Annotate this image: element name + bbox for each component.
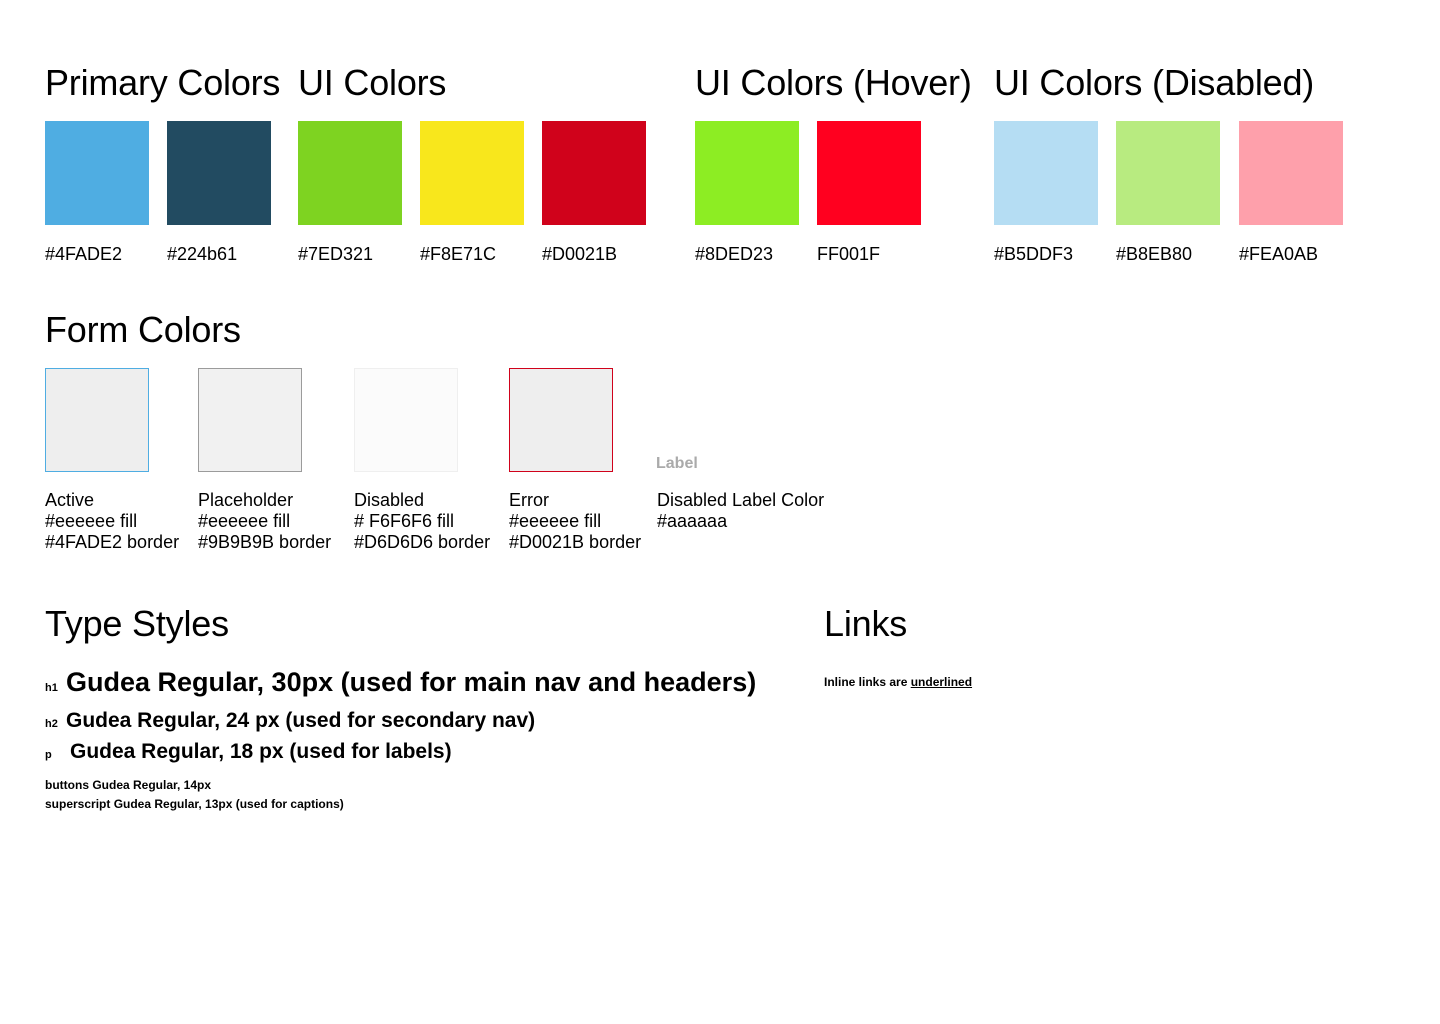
ui-disabled-heading: UI Colors (Disabled): [994, 62, 1315, 103]
form-swatch-active: [45, 368, 149, 472]
type-sample-h1: Gudea Regular, 30px (used for main nav a…: [66, 667, 757, 697]
disabled-swatch-1: [994, 121, 1098, 225]
caption-line: Active: [45, 490, 95, 510]
type-row-p: p Gudea Regular, 18 px (used for labels): [45, 741, 452, 762]
disabled-hex-3: #FEA0AB: [1239, 244, 1319, 264]
form-caption-active: Active #eeeeee fill #4FADE2 border: [45, 490, 179, 553]
caption-line: #eeeeee fill: [198, 511, 291, 531]
primary-hex-2: #224b61: [167, 244, 238, 264]
hover-swatch-2: [817, 121, 921, 225]
primary-hex-1: #4FADE2: [45, 244, 123, 264]
ui-swatch-2: [420, 121, 524, 225]
ui-colors-heading: UI Colors: [298, 62, 447, 103]
type-styles-heading: Type Styles: [45, 603, 229, 644]
type-row-h1: h1 Gudea Regular, 30px (used for main nav…: [45, 669, 756, 696]
type-tag-p: p: [45, 749, 52, 761]
caption-line: #4FADE2 border: [45, 532, 180, 552]
caption-line: #eeeeee fill: [45, 511, 138, 531]
form-caption-error: Error #eeeeee fill #D0021B border: [509, 490, 641, 553]
hover-hex-2: FF001F: [817, 244, 881, 264]
caption-line: #D0021B border: [509, 532, 642, 552]
form-swatch-disabled: [354, 368, 458, 472]
form-swatch-error: [509, 368, 613, 472]
caption-line: #eeeeee fill: [509, 511, 602, 531]
ui-swatch-1: [298, 121, 402, 225]
type-tag-h1: h1: [45, 682, 58, 694]
disabled-hex-1: #B5DDF3: [994, 244, 1074, 264]
links-heading: Links: [824, 603, 908, 644]
links-example: Inline links are underlined: [824, 676, 972, 688]
type-row-buttons: buttons Gudea Regular, 14px: [45, 778, 212, 792]
disabled-swatch-2: [1116, 121, 1220, 225]
caption-line: # F6F6F6 fill: [354, 511, 455, 531]
caption-line: #9B9B9B border: [198, 532, 332, 552]
caption-line: Disabled: [354, 490, 425, 510]
disabled-swatch-3: [1239, 121, 1343, 225]
caption-line: Disabled Label Color: [657, 490, 825, 510]
type-sample-p: Gudea Regular, 18 px (used for labels): [70, 740, 452, 763]
primary-colors-heading: Primary Colors: [45, 62, 281, 103]
form-swatch-placeholder: [198, 368, 302, 472]
primary-swatch-1: [45, 121, 149, 225]
type-row-superscript: superscript Gudea Regular, 13px (used fo…: [45, 797, 344, 811]
form-colors-heading: Form Colors: [45, 309, 241, 350]
links-prefix: Inline links are: [824, 675, 911, 689]
type-tag-h2: h2: [45, 718, 58, 730]
caption-line: #aaaaaa: [657, 511, 728, 531]
inline-link[interactable]: underlined: [910, 675, 973, 689]
type-sample-h2: Gudea Regular, 24 px (used for secondary…: [66, 709, 536, 732]
ui-hover-heading: UI Colors (Hover): [695, 62, 972, 103]
type-row-h2: h2 Gudea Regular, 24 px (used for seconda…: [45, 710, 535, 731]
caption-line: Error: [509, 490, 549, 510]
disabled-hex-2: #B8EB80: [1116, 244, 1193, 264]
primary-swatch-2: [167, 121, 271, 225]
ui-hex-1: #7ED321: [298, 244, 374, 264]
caption-line: Placeholder: [198, 490, 294, 510]
caption-line: #D6D6D6 border: [354, 532, 491, 552]
hover-swatch-1: [695, 121, 799, 225]
hover-hex-1: #8DED23: [695, 244, 774, 264]
form-caption-disabled-label: Disabled Label Color #aaaaaa: [657, 490, 824, 532]
ui-hex-2: #F8E71C: [420, 244, 497, 264]
form-caption-disabled: Disabled # F6F6F6 fill #D6D6D6 border: [354, 490, 490, 553]
disabled-label-sample: Label: [656, 455, 698, 472]
ui-swatch-3: [542, 121, 646, 225]
ui-hex-3: #D0021B: [542, 244, 618, 264]
form-caption-placeholder: Placeholder #eeeeee fill #9B9B9B border: [198, 490, 331, 553]
